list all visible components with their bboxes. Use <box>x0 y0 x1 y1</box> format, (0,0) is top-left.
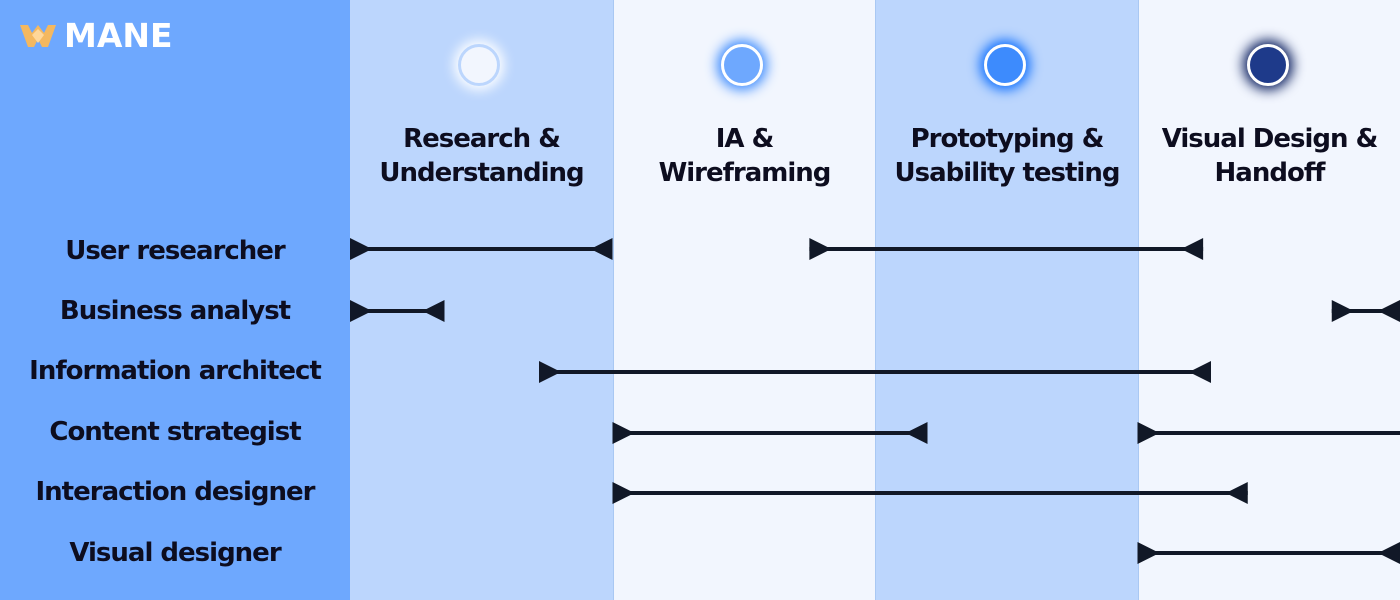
involvement-bar <box>1331 300 1400 322</box>
role-label-business-analyst: Business analyst <box>59 296 291 326</box>
phase-column-prototyping: Prototyping & Usability testing <box>875 0 1138 600</box>
involvement-bar <box>612 482 1248 504</box>
start-arrow-icon <box>809 238 832 260</box>
end-arrow-icon <box>590 238 613 260</box>
involvement-bar <box>1137 422 1400 444</box>
involvement-bar <box>350 238 613 260</box>
involvement-bar <box>1137 542 1400 564</box>
phase-dot-ia <box>721 44 763 86</box>
phase-title-visual-design: Visual Design & Handoff <box>1139 122 1400 190</box>
phase-title-research: Research & Understanding <box>350 122 613 190</box>
involvement-bar <box>612 422 928 444</box>
phase-title-line1: Visual Design & <box>1161 124 1379 154</box>
phase-title-line1: IA & <box>715 124 775 154</box>
role-label-visual-designer: Visual designer <box>69 538 281 568</box>
phase-column-ia: IA & Wireframing <box>613 0 875 600</box>
involvement-bar <box>809 238 1204 260</box>
start-arrow-icon <box>612 482 635 504</box>
involvement-bar <box>350 300 445 322</box>
end-arrow-icon <box>1378 542 1400 564</box>
role-label-interaction-designer: Interaction designer <box>35 477 316 507</box>
involvement-bar <box>539 361 1211 383</box>
start-arrow-icon <box>350 238 372 260</box>
end-arrow-icon <box>905 422 928 444</box>
end-arrow-icon <box>1225 482 1248 504</box>
phase-title-line2: Usability testing <box>894 158 1121 188</box>
sidebar: MANE <box>0 0 350 600</box>
logo-mark-icon <box>20 25 56 47</box>
phase-column-research: Research & Understanding <box>350 0 613 600</box>
phase-title-prototyping: Prototyping & Usability testing <box>876 122 1138 190</box>
phase-title-line1: Research & <box>403 124 561 154</box>
start-arrow-icon <box>612 422 635 444</box>
phase-dot-visual-design <box>1247 44 1289 86</box>
phase-column-visual-design: Visual Design & Handoff <box>1138 0 1400 600</box>
role-label-information-architect: Information architect <box>29 356 322 386</box>
end-arrow-icon <box>1378 300 1400 322</box>
start-arrow-icon <box>1331 300 1354 322</box>
start-arrow-icon <box>350 300 372 322</box>
phase-title-line1: Prototyping & <box>910 124 1105 154</box>
start-arrow-icon <box>1137 422 1160 444</box>
logo: MANE <box>18 18 173 54</box>
end-arrow-icon <box>1189 361 1211 383</box>
end-arrow-icon <box>422 300 445 322</box>
start-arrow-icon <box>539 361 561 383</box>
phase-title-line2: Handoff <box>1214 158 1326 188</box>
phase-title-ia: IA & Wireframing <box>614 122 875 190</box>
phase-title-line2: Wireframing <box>658 158 832 188</box>
phase-dot-prototyping <box>984 44 1026 86</box>
start-arrow-icon <box>1137 542 1160 564</box>
role-label-content-strategist: Content strategist <box>49 417 301 447</box>
brand-name: MANE <box>64 16 173 55</box>
end-arrow-icon <box>1181 238 1204 260</box>
phase-title-line2: Understanding <box>379 158 584 188</box>
role-label-user-researcher: User researcher <box>65 236 285 266</box>
phase-dot-research <box>458 44 500 86</box>
